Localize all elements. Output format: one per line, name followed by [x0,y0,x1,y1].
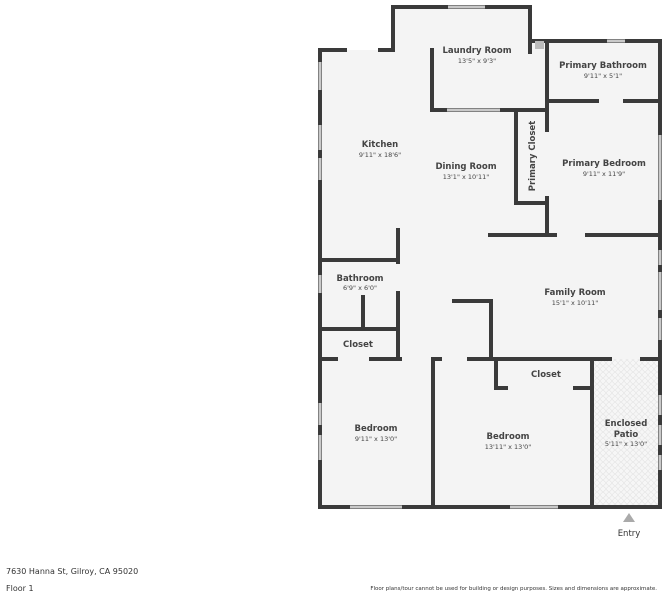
bathroom-name: Bathroom [336,274,383,284]
address: 7630 Hanna St, Gilroy, CA 95020 [6,567,139,576]
bedroom-dims: 13'11" x 13'0" [485,443,531,451]
floor-fill [320,7,660,507]
dining-room-dims: 13'1" x 10'11" [443,173,489,181]
family-room-dims: 15'1" x 10'11" [552,299,598,307]
walls [318,5,662,509]
bedroom-name: Bedroom [354,424,397,434]
family-room-name: Family Room [544,288,605,298]
primary-closet-name: Primary Closet [528,121,538,192]
kitchen-name: Kitchen [362,140,398,150]
patio-tile [592,359,660,507]
windows [318,5,662,509]
closet-name: Closet [343,340,373,350]
entry-arrow-icon [623,513,635,522]
kitchen-dims: 9'11" x 18'6" [359,151,401,159]
chimney-block [535,41,544,49]
entry-label: Entry [618,529,641,539]
primary-bedroom-dims: 9'11" x 11'9" [583,170,625,178]
patio-name-line1: Enclosed [605,419,648,429]
patio-name-line2: Patio [614,430,639,440]
laundry-room-name: Laundry Room [442,46,511,56]
primary-bathroom-name: Primary Bathroom [559,61,647,71]
primary-bedroom-name: Primary Bedroom [562,159,646,169]
disclaimer: Floor plans/tour cannot be used for buil… [370,586,657,592]
patio-dims: 5'11" x 13'0" [605,440,647,448]
bedroom-dims: 9'11" x 13'0" [355,435,397,443]
dining-room-name: Dining Room [435,162,496,172]
bedroom-name: Bedroom [486,432,529,442]
closet-name: Closet [531,370,561,380]
primary-bathroom-dims: 9'11" x 5'1" [584,72,622,80]
bathroom-dims: 6'9" x 6'0" [343,284,377,292]
laundry-room-dims: 13'5" x 9'3" [458,57,496,65]
floor-label: Floor 1 [6,584,34,593]
